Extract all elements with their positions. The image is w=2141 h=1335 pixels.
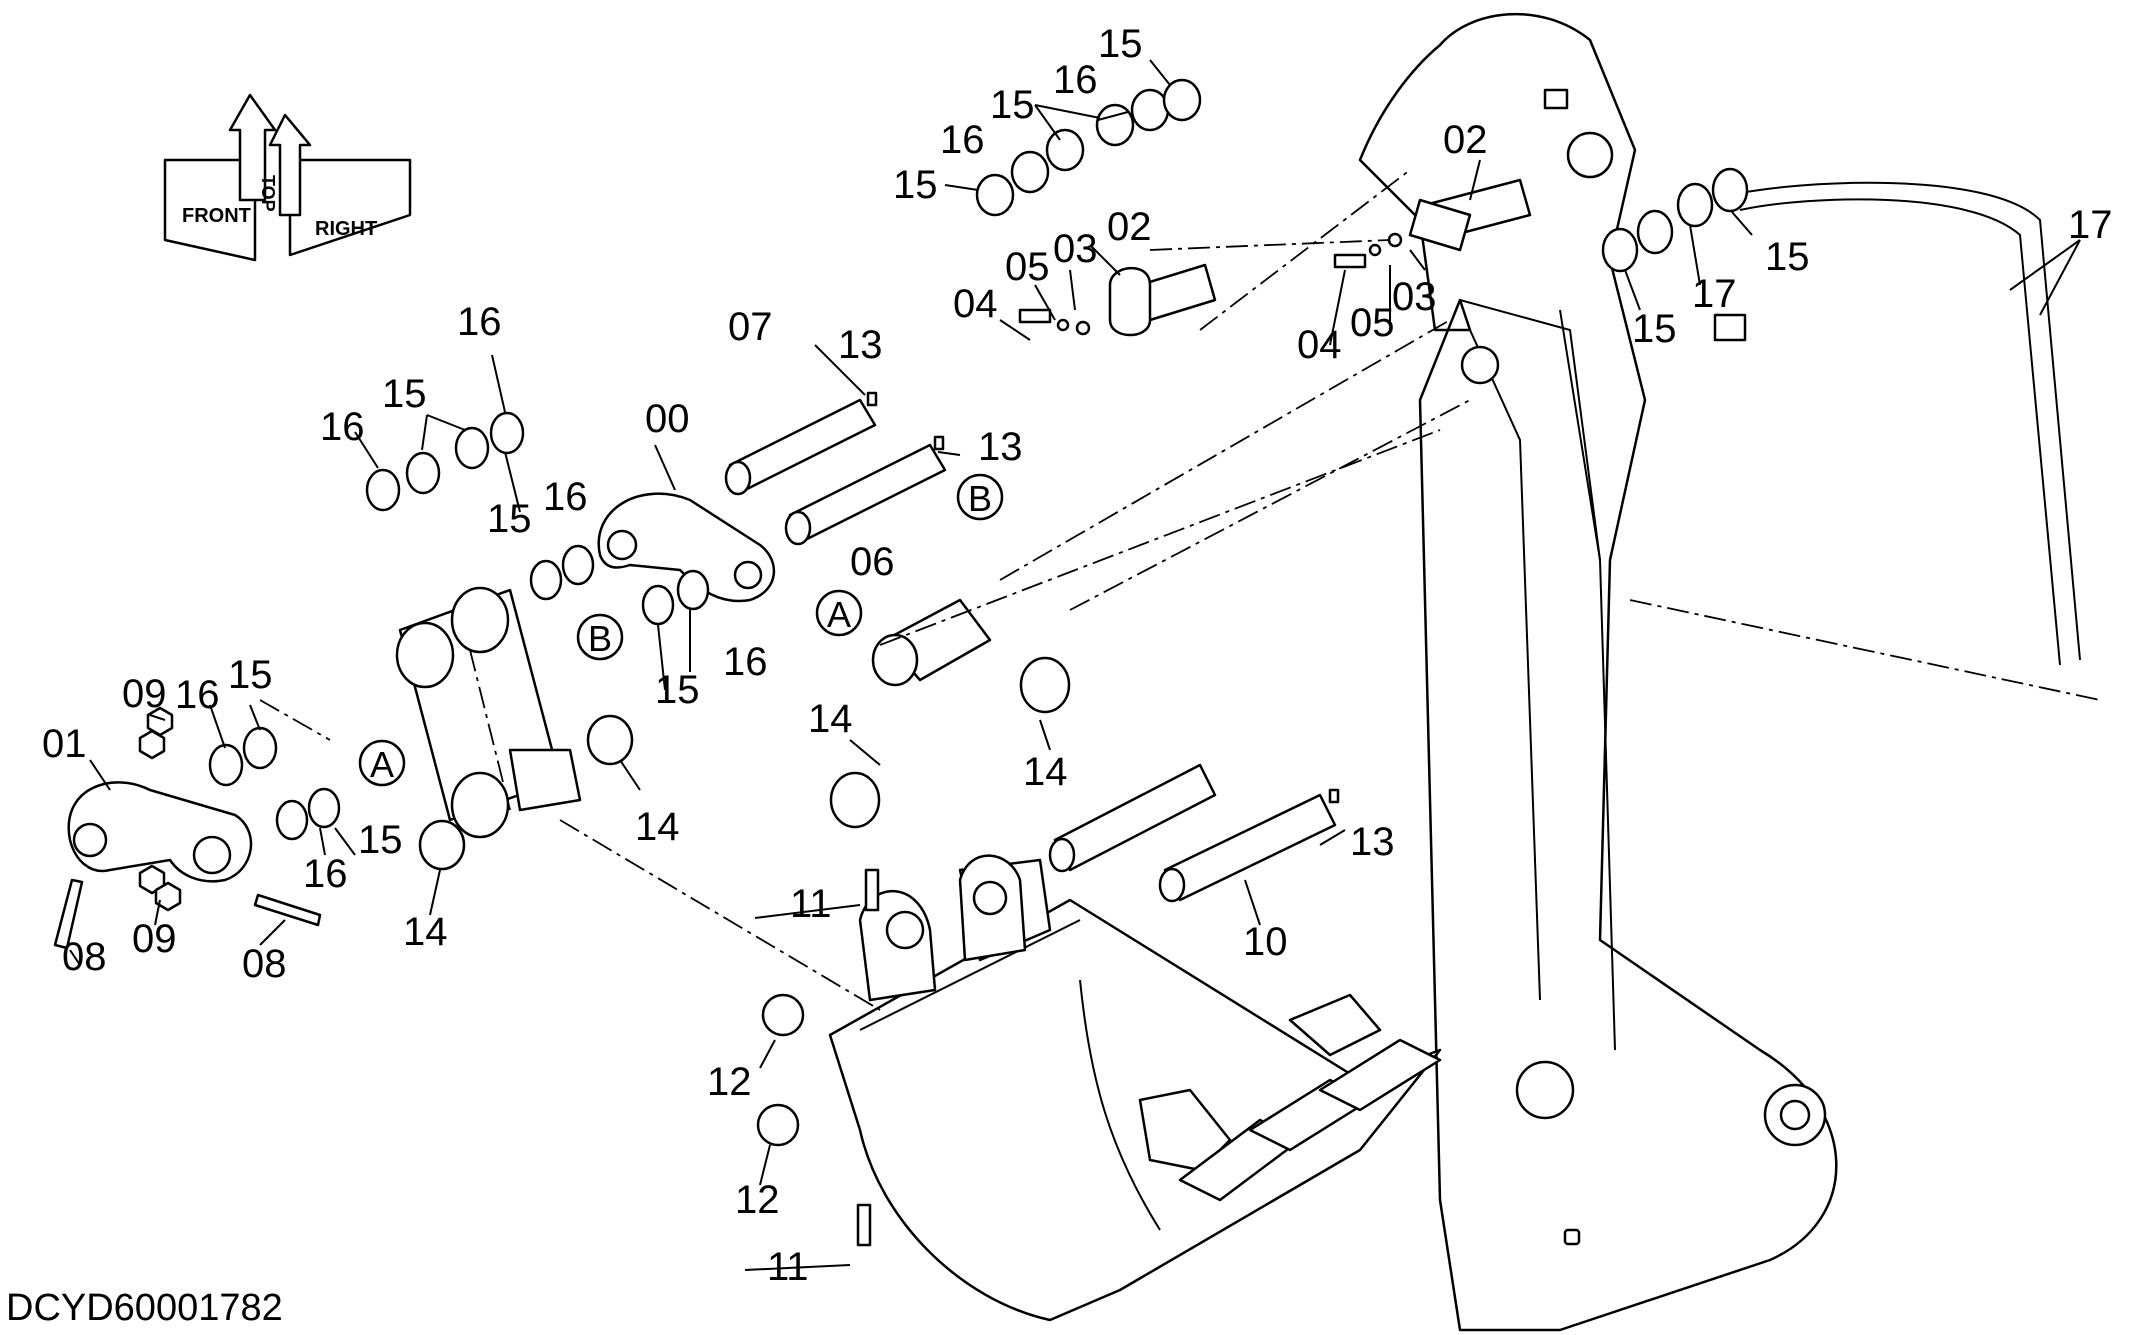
orientation-arrow-symbol: FRONT TOP RIGHT bbox=[163, 93, 412, 262]
label-15c: 15 bbox=[893, 163, 938, 207]
label-16h: 16 bbox=[303, 852, 348, 896]
label-15j: 15 bbox=[1632, 307, 1677, 351]
label-15d: 15 bbox=[382, 372, 427, 416]
bucket bbox=[828, 854, 1442, 1322]
label-08b: 08 bbox=[242, 942, 287, 986]
label-13a: 13 bbox=[838, 323, 883, 367]
pin-10b bbox=[1048, 763, 1217, 873]
pin-02-right bbox=[1408, 178, 1532, 252]
pin-02-left bbox=[1108, 263, 1217, 337]
label-16a: 16 bbox=[1053, 58, 1098, 102]
link-01 bbox=[67, 781, 253, 883]
label-16c: 16 bbox=[457, 300, 502, 344]
label-15g: 15 bbox=[228, 653, 273, 697]
label-15i: 15 bbox=[1765, 235, 1810, 279]
label-16e: 16 bbox=[543, 475, 588, 519]
label-13c: 13 bbox=[1350, 820, 1395, 864]
part-labels: 01 00 02 02 03 03 04 04 05 05 06 07 08 0… bbox=[42, 22, 2113, 1289]
label-12b: 12 bbox=[735, 1178, 780, 1222]
callout-a-top-letter: A bbox=[827, 594, 851, 635]
callout-b-top bbox=[956, 473, 1004, 521]
label-16d: 16 bbox=[320, 405, 365, 449]
label-02b: 02 bbox=[1443, 118, 1488, 162]
label-14c: 14 bbox=[635, 805, 680, 849]
label-14d: 14 bbox=[403, 910, 448, 954]
hose-17 bbox=[1713, 181, 2081, 666]
label-06: 06 bbox=[850, 540, 895, 584]
orientation-right-label: RIGHT bbox=[315, 218, 377, 240]
label-16b: 16 bbox=[940, 118, 985, 162]
centerlines bbox=[259, 169, 2101, 1011]
label-14b: 14 bbox=[1023, 750, 1068, 794]
label-03b: 03 bbox=[1392, 275, 1437, 319]
label-01: 01 bbox=[42, 722, 87, 766]
label-04b: 04 bbox=[1297, 323, 1342, 367]
drawing-id: DCYD60001782 bbox=[6, 1287, 283, 1329]
pin-07 bbox=[724, 398, 877, 496]
callout-b-top-letter: B bbox=[968, 478, 992, 519]
callout-a-left-letter: A bbox=[370, 744, 394, 785]
washer-stacks bbox=[208, 78, 1749, 1147]
label-04a: 04 bbox=[953, 282, 998, 326]
label-08a: 08 bbox=[62, 935, 107, 979]
label-05b: 05 bbox=[1350, 301, 1395, 345]
label-10: 10 bbox=[1243, 920, 1288, 964]
label-03a: 03 bbox=[1053, 227, 1098, 271]
label-15e: 15 bbox=[487, 497, 532, 541]
orientation-front-label: FRONT bbox=[182, 205, 251, 227]
label-15b: 15 bbox=[990, 83, 1035, 127]
label-02a: 02 bbox=[1107, 205, 1152, 249]
callout-a-left bbox=[358, 739, 406, 787]
pin-10 bbox=[1158, 793, 1337, 903]
leader-lines bbox=[69, 59, 2081, 1271]
reference-callouts: A A B B bbox=[358, 473, 1004, 787]
cylinder-link bbox=[871, 598, 992, 687]
label-05a: 05 bbox=[1005, 245, 1050, 289]
h-link-assembly bbox=[395, 586, 582, 839]
label-17: 17 bbox=[2068, 203, 2113, 247]
label-16f: 16 bbox=[723, 640, 768, 684]
orientation-top-label: TOP bbox=[258, 175, 278, 212]
label-12a: 12 bbox=[707, 1060, 752, 1104]
label-09a: 09 bbox=[122, 672, 167, 716]
label-00: 00 bbox=[645, 397, 690, 441]
label-07: 07 bbox=[728, 305, 773, 349]
small-parts bbox=[53, 232, 1403, 1247]
arm-structure bbox=[1358, 12, 1838, 1332]
label-09b: 09 bbox=[132, 917, 177, 961]
link-00 bbox=[597, 492, 776, 603]
callout-a-top bbox=[815, 589, 863, 637]
label-15f: 15 bbox=[655, 668, 700, 712]
label-15a: 15 bbox=[1098, 22, 1143, 66]
label-13b: 13 bbox=[978, 425, 1023, 469]
label-14a: 14 bbox=[808, 697, 853, 741]
callout-b-left bbox=[576, 613, 624, 661]
callout-b-left-letter: B bbox=[588, 618, 612, 659]
label-11a: 11 bbox=[790, 882, 832, 926]
pin-06 bbox=[784, 443, 947, 546]
label-15h: 15 bbox=[358, 818, 403, 862]
